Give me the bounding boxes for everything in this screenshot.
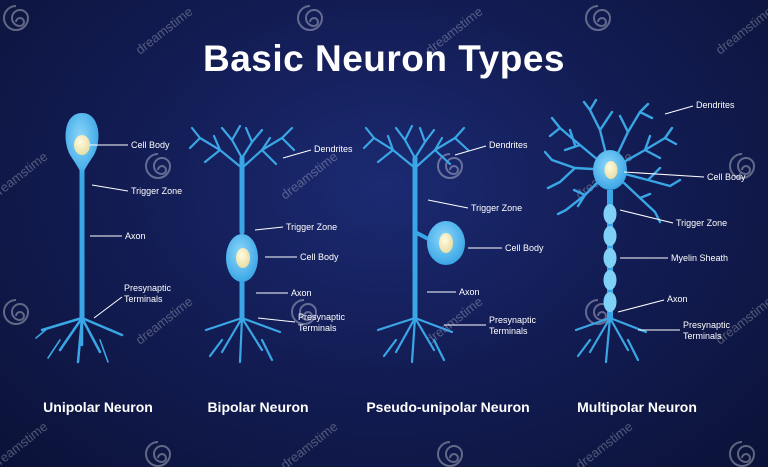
bipolar-neuron-title: Bipolar Neuron xyxy=(207,399,309,415)
multipolar-neuron-title: Multipolar Neuron xyxy=(577,399,697,415)
pseudo-presynaptic-line-2: Terminals xyxy=(489,326,528,336)
multipolar-presynaptic-line-1: Presynaptic xyxy=(683,320,731,330)
bipolar-cell-body-label: Cell Body xyxy=(300,252,339,262)
svg-text:dreamstime: dreamstime xyxy=(0,149,50,203)
unipolar-neuron xyxy=(35,113,124,364)
bipolar-trigger-zone-label: Trigger Zone xyxy=(286,222,337,232)
pseudo-dendrites-label: Dendrites xyxy=(489,140,528,150)
bipolar-presynaptic-line-1: Presynaptic xyxy=(298,312,346,322)
multipolar-myelin-sheath-label: Myelin Sheath xyxy=(671,253,728,263)
multipolar-presynaptic-line-2: Terminals xyxy=(683,331,722,341)
unipolar-neuron-title: Unipolar Neuron xyxy=(43,399,153,415)
bipolar-neuron xyxy=(188,124,296,364)
leader-lines xyxy=(90,105,705,331)
unipolar-cell-body-label: Cell Body xyxy=(131,140,170,150)
pseudo-unipolar-neuron xyxy=(362,124,470,364)
multipolar-trigger-zone-label: Trigger Zone xyxy=(676,218,727,228)
pseudo-unipolar-neuron-title: Pseudo-unipolar Neuron xyxy=(366,399,530,415)
unipolar-axon-label: Axon xyxy=(125,231,146,241)
unipolar-presynaptic-terminals-label: Presynaptic Terminals xyxy=(124,283,174,304)
pseudo-trigger-zone-label: Trigger Zone xyxy=(471,203,522,213)
multipolar-cell-body-label: Cell Body xyxy=(707,172,746,182)
pseudo-presynaptic-line-1: Presynaptic xyxy=(489,315,537,325)
pseudo-axon-label: Axon xyxy=(459,287,480,297)
svg-text:dreamstime: dreamstime xyxy=(278,419,341,467)
bipolar-axon-label: Axon xyxy=(291,288,312,298)
bipolar-dendrites-label: Dendrites xyxy=(314,144,353,154)
unipolar-presynaptic-line-2: Terminals xyxy=(124,294,163,304)
multipolar-neuron xyxy=(543,98,682,364)
svg-text:dreamstime: dreamstime xyxy=(0,419,50,467)
multipolar-axon-label: Axon xyxy=(667,294,688,304)
pseudo-presynaptic-terminals-label: Presynaptic Terminals xyxy=(489,315,539,336)
multipolar-presynaptic-terminals-label: Presynaptic Terminals xyxy=(683,320,733,341)
unipolar-trigger-zone-label: Trigger Zone xyxy=(131,186,182,196)
svg-text:dreamstime: dreamstime xyxy=(573,419,636,467)
svg-text:dreamstime: dreamstime xyxy=(423,294,486,348)
multipolar-dendrites-label: Dendrites xyxy=(696,100,735,110)
unipolar-presynaptic-line-1: Presynaptic xyxy=(124,283,172,293)
page-title: Basic Neuron Types xyxy=(203,38,565,79)
bipolar-presynaptic-line-2: Terminals xyxy=(298,323,337,333)
neuron-labels: Cell Body Trigger Zone Axon Presynaptic … xyxy=(124,100,746,341)
pseudo-cell-body-label: Cell Body xyxy=(505,243,544,253)
bipolar-presynaptic-terminals-label: Presynaptic Terminals xyxy=(298,312,348,333)
